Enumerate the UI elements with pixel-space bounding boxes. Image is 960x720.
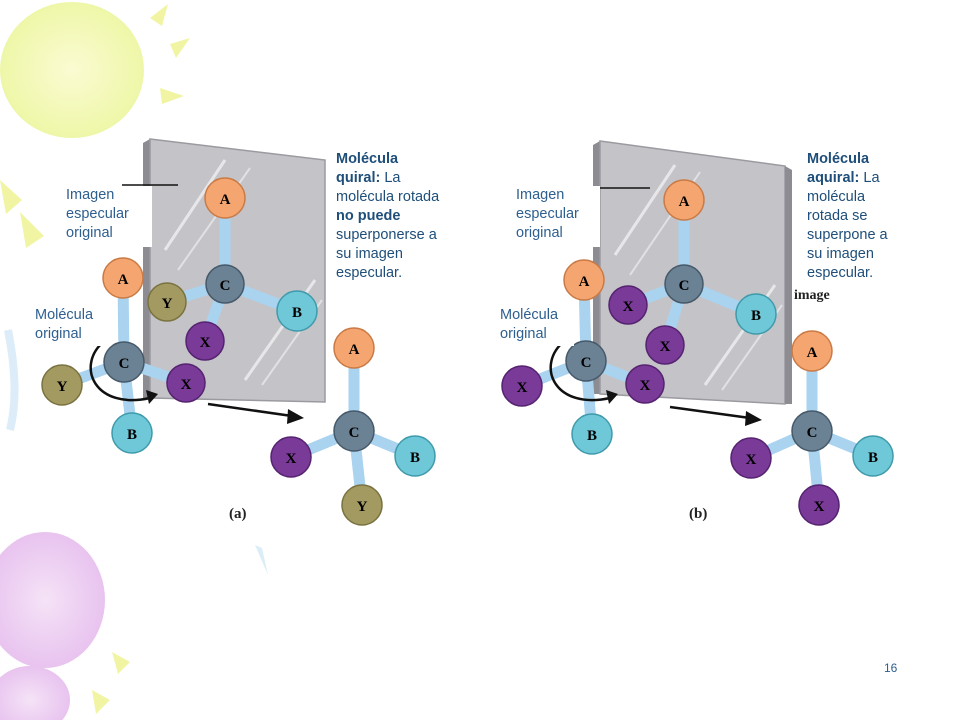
- atom-letter: Y: [357, 499, 368, 515]
- atom-a-mirror-Y: Y: [147, 282, 187, 322]
- caption-text: superponerse a su imagen especular.: [336, 227, 437, 281]
- caption-text: La molécula rotada: [336, 170, 440, 205]
- atom-a-mirror-A: A: [204, 177, 246, 219]
- caption-title: Molécula quiral:: [336, 151, 399, 186]
- atom-a-original-A: A: [102, 257, 144, 299]
- page-number: 16: [884, 661, 898, 675]
- atom-letter: X: [746, 452, 757, 468]
- atom-a-original-Y: Y: [41, 364, 83, 406]
- atom-letter: Y: [162, 296, 173, 312]
- swirl-decoration: [4, 329, 19, 431]
- original-molecule-label-a: Molécula original: [33, 306, 109, 346]
- atom-letter: Y: [57, 379, 68, 395]
- translation-arrow-b: [669, 405, 762, 426]
- atom-letter: X: [623, 299, 634, 315]
- atom-b-rotated-C: C: [791, 410, 833, 452]
- atom-a-rotated-Y: Y: [341, 484, 383, 526]
- atom-b-original-X-right: X: [625, 364, 665, 404]
- atom-letter: C: [679, 278, 690, 294]
- atom-letter: B: [587, 428, 597, 444]
- panel-a-label: (a): [229, 506, 247, 522]
- caption-title: Molécula aquiral:: [807, 151, 870, 186]
- figure-fragment-text: image: [794, 288, 830, 303]
- atom-b-original-A: A: [563, 259, 605, 301]
- atom-letter: X: [517, 380, 528, 396]
- caption-text: La molécula rotada se superpone a su ima…: [807, 170, 888, 281]
- panel-b-caption: Molécula aquiral: La molécula rotada se …: [807, 150, 905, 283]
- sun-decoration: [0, 2, 190, 248]
- atom-a-rotated-B: B: [394, 435, 436, 477]
- atom-letter: C: [807, 425, 818, 441]
- rotation-arrow-a: [89, 342, 158, 404]
- atom-a-rotated-A: A: [333, 327, 375, 369]
- atom-letter: C: [349, 425, 360, 441]
- rotation-arrow-b: [549, 342, 618, 404]
- atom-letter: A: [118, 272, 129, 288]
- atom-letter: A: [579, 274, 590, 290]
- atom-b-rotated-X-left: X: [730, 437, 772, 479]
- atom-letter: C: [581, 355, 592, 371]
- atom-b-mirror-X-bottom: X: [645, 325, 685, 365]
- atom-letter: X: [200, 335, 211, 351]
- atom-letter: C: [220, 278, 231, 294]
- atom-letter: X: [640, 378, 651, 394]
- atom-a-mirror-B: B: [276, 290, 318, 332]
- atom-a-mirror-C: C: [205, 264, 245, 304]
- atom-letter: X: [814, 499, 825, 515]
- panel-b-label: (b): [689, 506, 708, 522]
- atom-letter: B: [127, 427, 137, 443]
- atom-b-mirror-X-left: X: [608, 285, 648, 325]
- atom-letter: X: [286, 451, 297, 467]
- atom-a-original-B: B: [111, 412, 153, 454]
- atom-a-original-C: C: [103, 341, 145, 383]
- mirror-image-label-a: Imagen especular original: [62, 186, 152, 247]
- atom-a-mirror-X: X: [185, 321, 225, 361]
- original-molecule-label-b: Molécula original: [498, 306, 574, 346]
- caption-emphasis: no puede: [336, 208, 401, 224]
- atom-b-original-C: C: [565, 340, 607, 382]
- atom-b-original-B: B: [571, 413, 613, 455]
- atom-letter: B: [410, 450, 420, 466]
- atom-b-original-X-left: X: [501, 365, 543, 407]
- atom-b-mirror-A: A: [663, 179, 705, 221]
- translation-arrow-a: [207, 402, 304, 424]
- atom-letter: X: [660, 339, 671, 355]
- mirror-image-label-b: Imagen especular original: [512, 186, 600, 247]
- atom-b-rotated-A: A: [791, 330, 833, 372]
- atom-a-original-X: X: [166, 363, 206, 403]
- atom-b-mirror-B: B: [735, 293, 777, 335]
- atom-letter: A: [220, 192, 231, 208]
- atom-b-rotated-B: B: [852, 435, 894, 477]
- atom-b-mirror-C: C: [664, 264, 704, 304]
- atom-a-rotated-X: X: [270, 436, 312, 478]
- atom-letter: C: [119, 356, 130, 372]
- atom-letter: A: [349, 342, 360, 358]
- atom-letter: B: [751, 308, 761, 324]
- atom-letter: B: [868, 450, 878, 466]
- panel-a-caption: Molécula quiral: La molécula rotada no p…: [336, 150, 442, 283]
- atom-letter: X: [181, 377, 192, 393]
- atom-letter: A: [807, 345, 818, 361]
- atom-letter: B: [292, 305, 302, 321]
- atom-letter: A: [679, 194, 690, 210]
- atom-a-rotated-C: C: [333, 410, 375, 452]
- atom-b-rotated-X-bottom: X: [798, 484, 840, 526]
- balloon-decoration: [0, 532, 268, 720]
